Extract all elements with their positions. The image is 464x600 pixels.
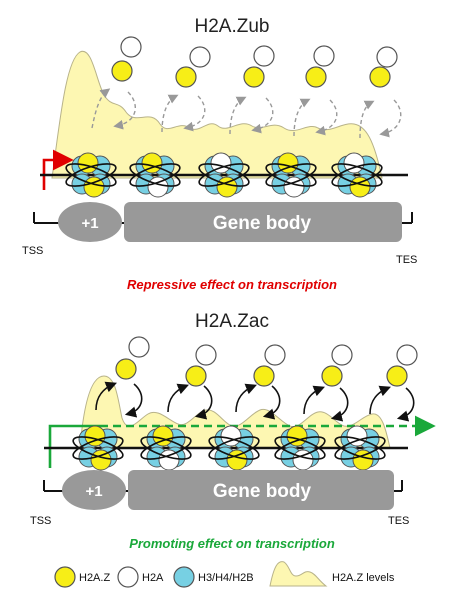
h2a-swatch-icon bbox=[117, 566, 139, 588]
nucleosome bbox=[65, 152, 117, 198]
plus1-nucleosome-oval bbox=[58, 202, 122, 242]
h2a-circle bbox=[396, 344, 418, 366]
panel-h2a-zub: H2A.Zub bbox=[22, 16, 417, 292]
nucleosome bbox=[129, 152, 181, 198]
legend-label: H2A.Z bbox=[79, 572, 110, 584]
tss-arrow-red bbox=[42, 149, 74, 190]
nucleosome bbox=[334, 425, 386, 471]
h2az-circle bbox=[253, 365, 275, 387]
nucleosome bbox=[198, 152, 250, 198]
panel-title: H2A.Zac bbox=[195, 311, 269, 332]
h2az-circle bbox=[305, 66, 327, 88]
h2a-circle bbox=[376, 46, 398, 68]
h2a-circle bbox=[331, 344, 353, 366]
h2a-circle bbox=[195, 344, 217, 366]
legend-item-h3h4h2b: H3/H4/H2B bbox=[173, 566, 254, 588]
tes-label: TES bbox=[396, 254, 417, 266]
panel-title: H2A.Zub bbox=[195, 16, 270, 37]
h2az-circle bbox=[321, 365, 343, 387]
gene-body-box bbox=[128, 470, 394, 510]
effect-text: Promoting effect on transcription bbox=[129, 536, 335, 551]
h2a-circle bbox=[253, 45, 275, 67]
h2a-circle bbox=[128, 336, 150, 358]
panel-h2a-zac: H2A.Zac bbox=[30, 311, 436, 551]
h2az-circle bbox=[386, 365, 408, 387]
legend-label: H2A bbox=[142, 572, 164, 584]
gene-body-label: Gene body bbox=[213, 481, 312, 502]
nucleosome bbox=[331, 152, 383, 198]
tes-label: TES bbox=[388, 515, 409, 527]
nucleosome bbox=[265, 152, 317, 198]
free-histone-pairs bbox=[111, 36, 398, 88]
gene-body-box bbox=[124, 202, 402, 242]
gene-body-label: Gene body bbox=[213, 213, 312, 234]
wave-swatch-icon bbox=[269, 561, 328, 587]
legend-item-h2az: H2A.Z bbox=[54, 566, 110, 588]
legend-label: H3/H4/H2B bbox=[198, 572, 254, 584]
plus1-label: +1 bbox=[85, 483, 102, 500]
plus1-label: +1 bbox=[81, 215, 98, 232]
legend-item-h2az-levels: H2A.Z levels bbox=[269, 561, 395, 587]
nucleosome bbox=[274, 425, 326, 471]
legend: H2A.Z H2A H3/H4/H2B H2A.Z levels bbox=[54, 561, 395, 588]
h2az-circle bbox=[369, 66, 391, 88]
h2az-circle bbox=[243, 66, 265, 88]
tss-label: TSS bbox=[22, 245, 43, 257]
tss-arrow-green bbox=[48, 424, 100, 468]
h2a-circle bbox=[120, 36, 142, 58]
h2az-swatch-icon bbox=[54, 566, 76, 588]
h2az-circle bbox=[185, 365, 207, 387]
h2a-circle bbox=[313, 45, 335, 67]
h2a-circle bbox=[189, 46, 211, 68]
legend-item-h2a: H2A bbox=[117, 566, 164, 588]
nucleosome bbox=[140, 425, 192, 471]
h2az-circle bbox=[111, 60, 133, 82]
legend-label: H2A.Z levels bbox=[332, 572, 395, 584]
effect-text: Repressive effect on transcription bbox=[127, 277, 337, 292]
h2a-circle bbox=[264, 344, 286, 366]
h2az-circle bbox=[115, 358, 137, 380]
tss-label: TSS bbox=[30, 515, 51, 527]
nucleosome bbox=[208, 425, 260, 471]
exchange-arrows-dashed bbox=[91, 88, 402, 139]
exchange-arrows-solid bbox=[95, 381, 415, 422]
nucleosome bbox=[72, 425, 124, 471]
plus1-nucleosome-oval bbox=[62, 470, 126, 510]
free-histone-pairs bbox=[115, 336, 418, 387]
h3h4h2b-swatch-icon bbox=[173, 566, 195, 588]
h2az-circle bbox=[175, 66, 197, 88]
